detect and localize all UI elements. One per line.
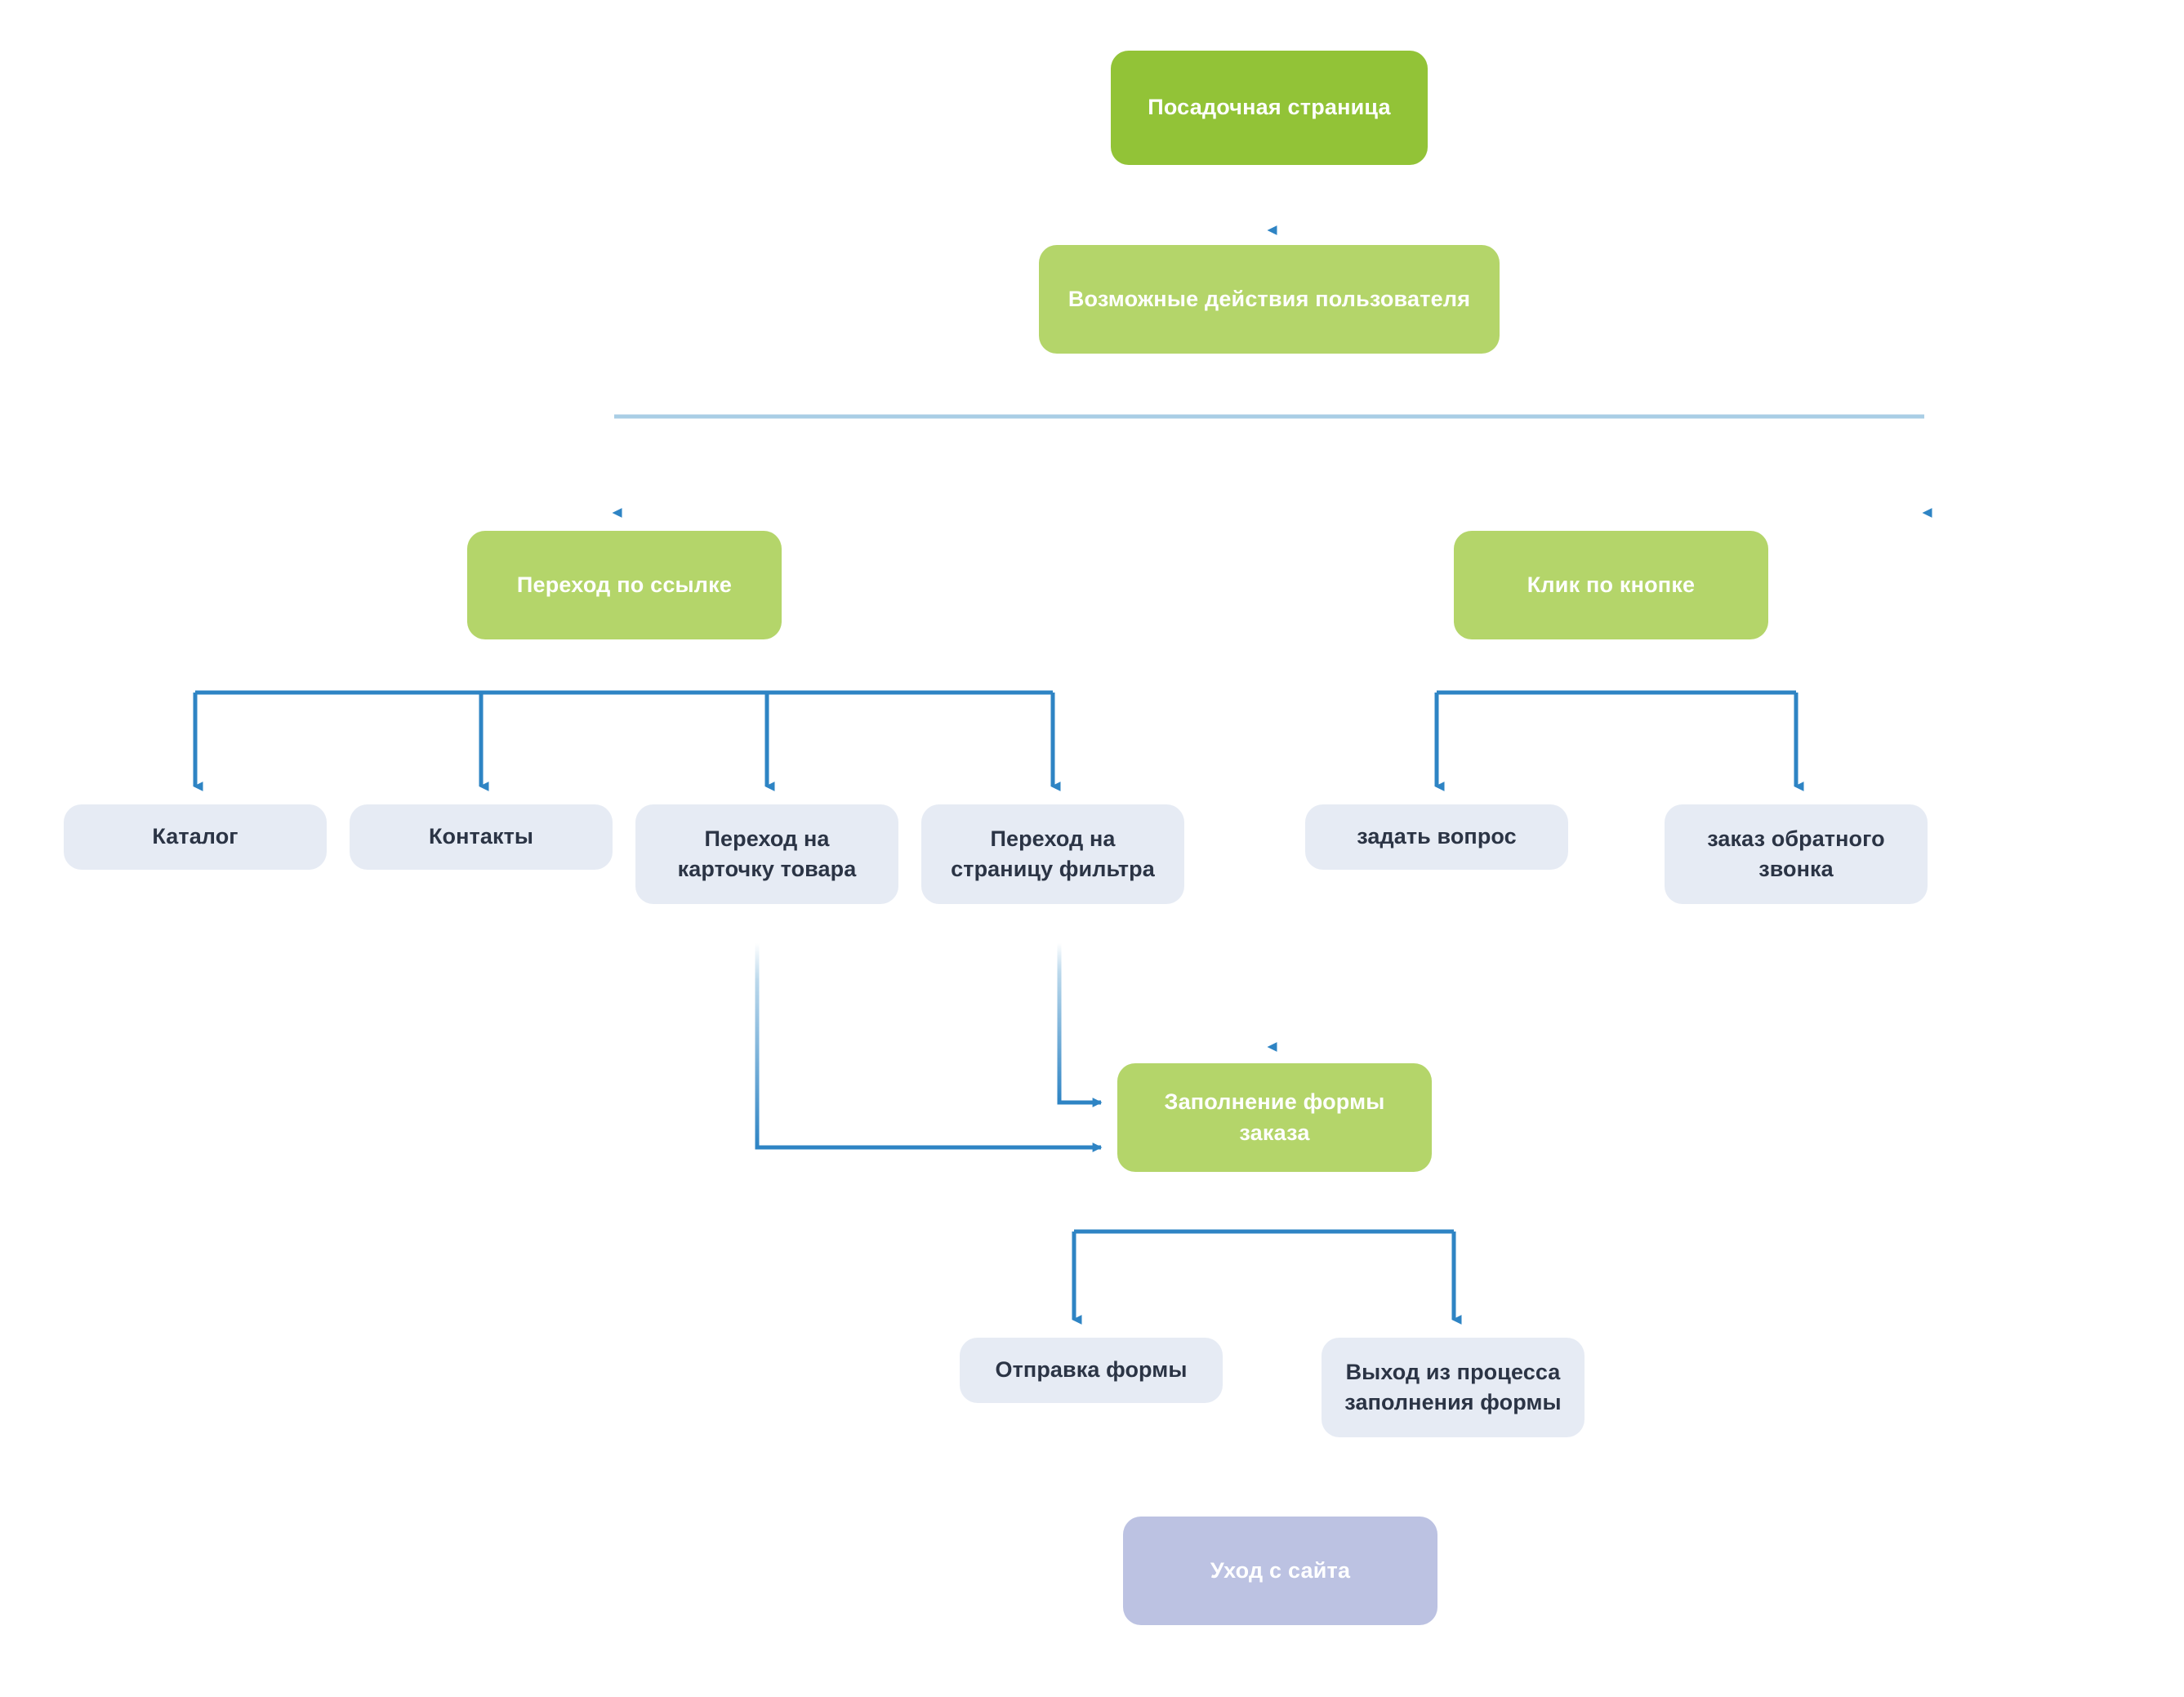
edge-actions-fanout [612, 357, 1932, 1052]
edge-product-card-to-order-form [755, 943, 1103, 1152]
node-order-form[interactable]: Заполнение формы заказа [1117, 1063, 1432, 1172]
node-catalog[interactable]: Каталог [64, 804, 327, 870]
node-possible-actions[interactable]: Возможные действия пользователя [1039, 245, 1500, 354]
node-landing[interactable]: Посадочная страница [1111, 51, 1428, 165]
node-button-click[interactable]: Клик по кнопке [1454, 531, 1768, 639]
node-contacts[interactable]: Контакты [350, 804, 613, 870]
edge-button-click-fanout [1434, 643, 1804, 791]
edge-link-transition-fanout [193, 643, 1061, 791]
node-link-transition[interactable]: Переход по ссылке [467, 531, 782, 639]
node-leave-site[interactable]: Уход с сайта [1123, 1517, 1437, 1625]
node-ask-question[interactable]: задать вопрос [1305, 804, 1568, 870]
node-product-card[interactable]: Переход на карточку товара [635, 804, 898, 904]
edge-order-form-fanout [1072, 1175, 1462, 1325]
node-form-submit[interactable]: Отправка формы [960, 1338, 1223, 1403]
node-filter-page[interactable]: Переход на страницу фильтра [921, 804, 1184, 904]
node-callback-request[interactable]: заказ обратного звонка [1665, 804, 1928, 904]
edge-filter-page-to-order-form [1057, 943, 1103, 1107]
node-form-abandon[interactable]: Выход из процесса заполнения формы [1322, 1338, 1585, 1437]
